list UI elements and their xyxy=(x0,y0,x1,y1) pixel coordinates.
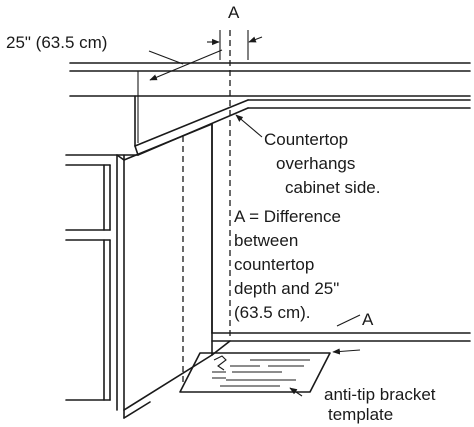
template-line-1: anti-tip bracket xyxy=(324,385,436,404)
difference-line-2: between xyxy=(234,231,298,250)
a-label-bottom: A xyxy=(362,310,374,329)
template-line-2: template xyxy=(328,405,393,424)
overhang-line-3: cabinet side. xyxy=(285,178,380,197)
guide-lines xyxy=(182,30,231,385)
overhang-line-2: overhangs xyxy=(276,154,355,173)
difference-line-1: A = Difference xyxy=(234,207,341,226)
dimension-label: 25" (63.5 cm) xyxy=(6,33,107,52)
a-label-top: A xyxy=(228,3,240,22)
difference-line-4: depth and 25" xyxy=(234,279,339,298)
dimension-25in xyxy=(137,30,263,143)
wall-floor xyxy=(211,123,471,356)
difference-line-5: (63.5 cm). xyxy=(234,303,311,322)
leader-lines xyxy=(235,114,361,397)
labels: 25" (63.5 cm) A A Countertop overhangs c… xyxy=(6,3,436,424)
difference-line-3: countertop xyxy=(234,255,314,274)
overhang-line-1: Countertop xyxy=(264,130,348,149)
anti-tip-template xyxy=(179,352,331,393)
